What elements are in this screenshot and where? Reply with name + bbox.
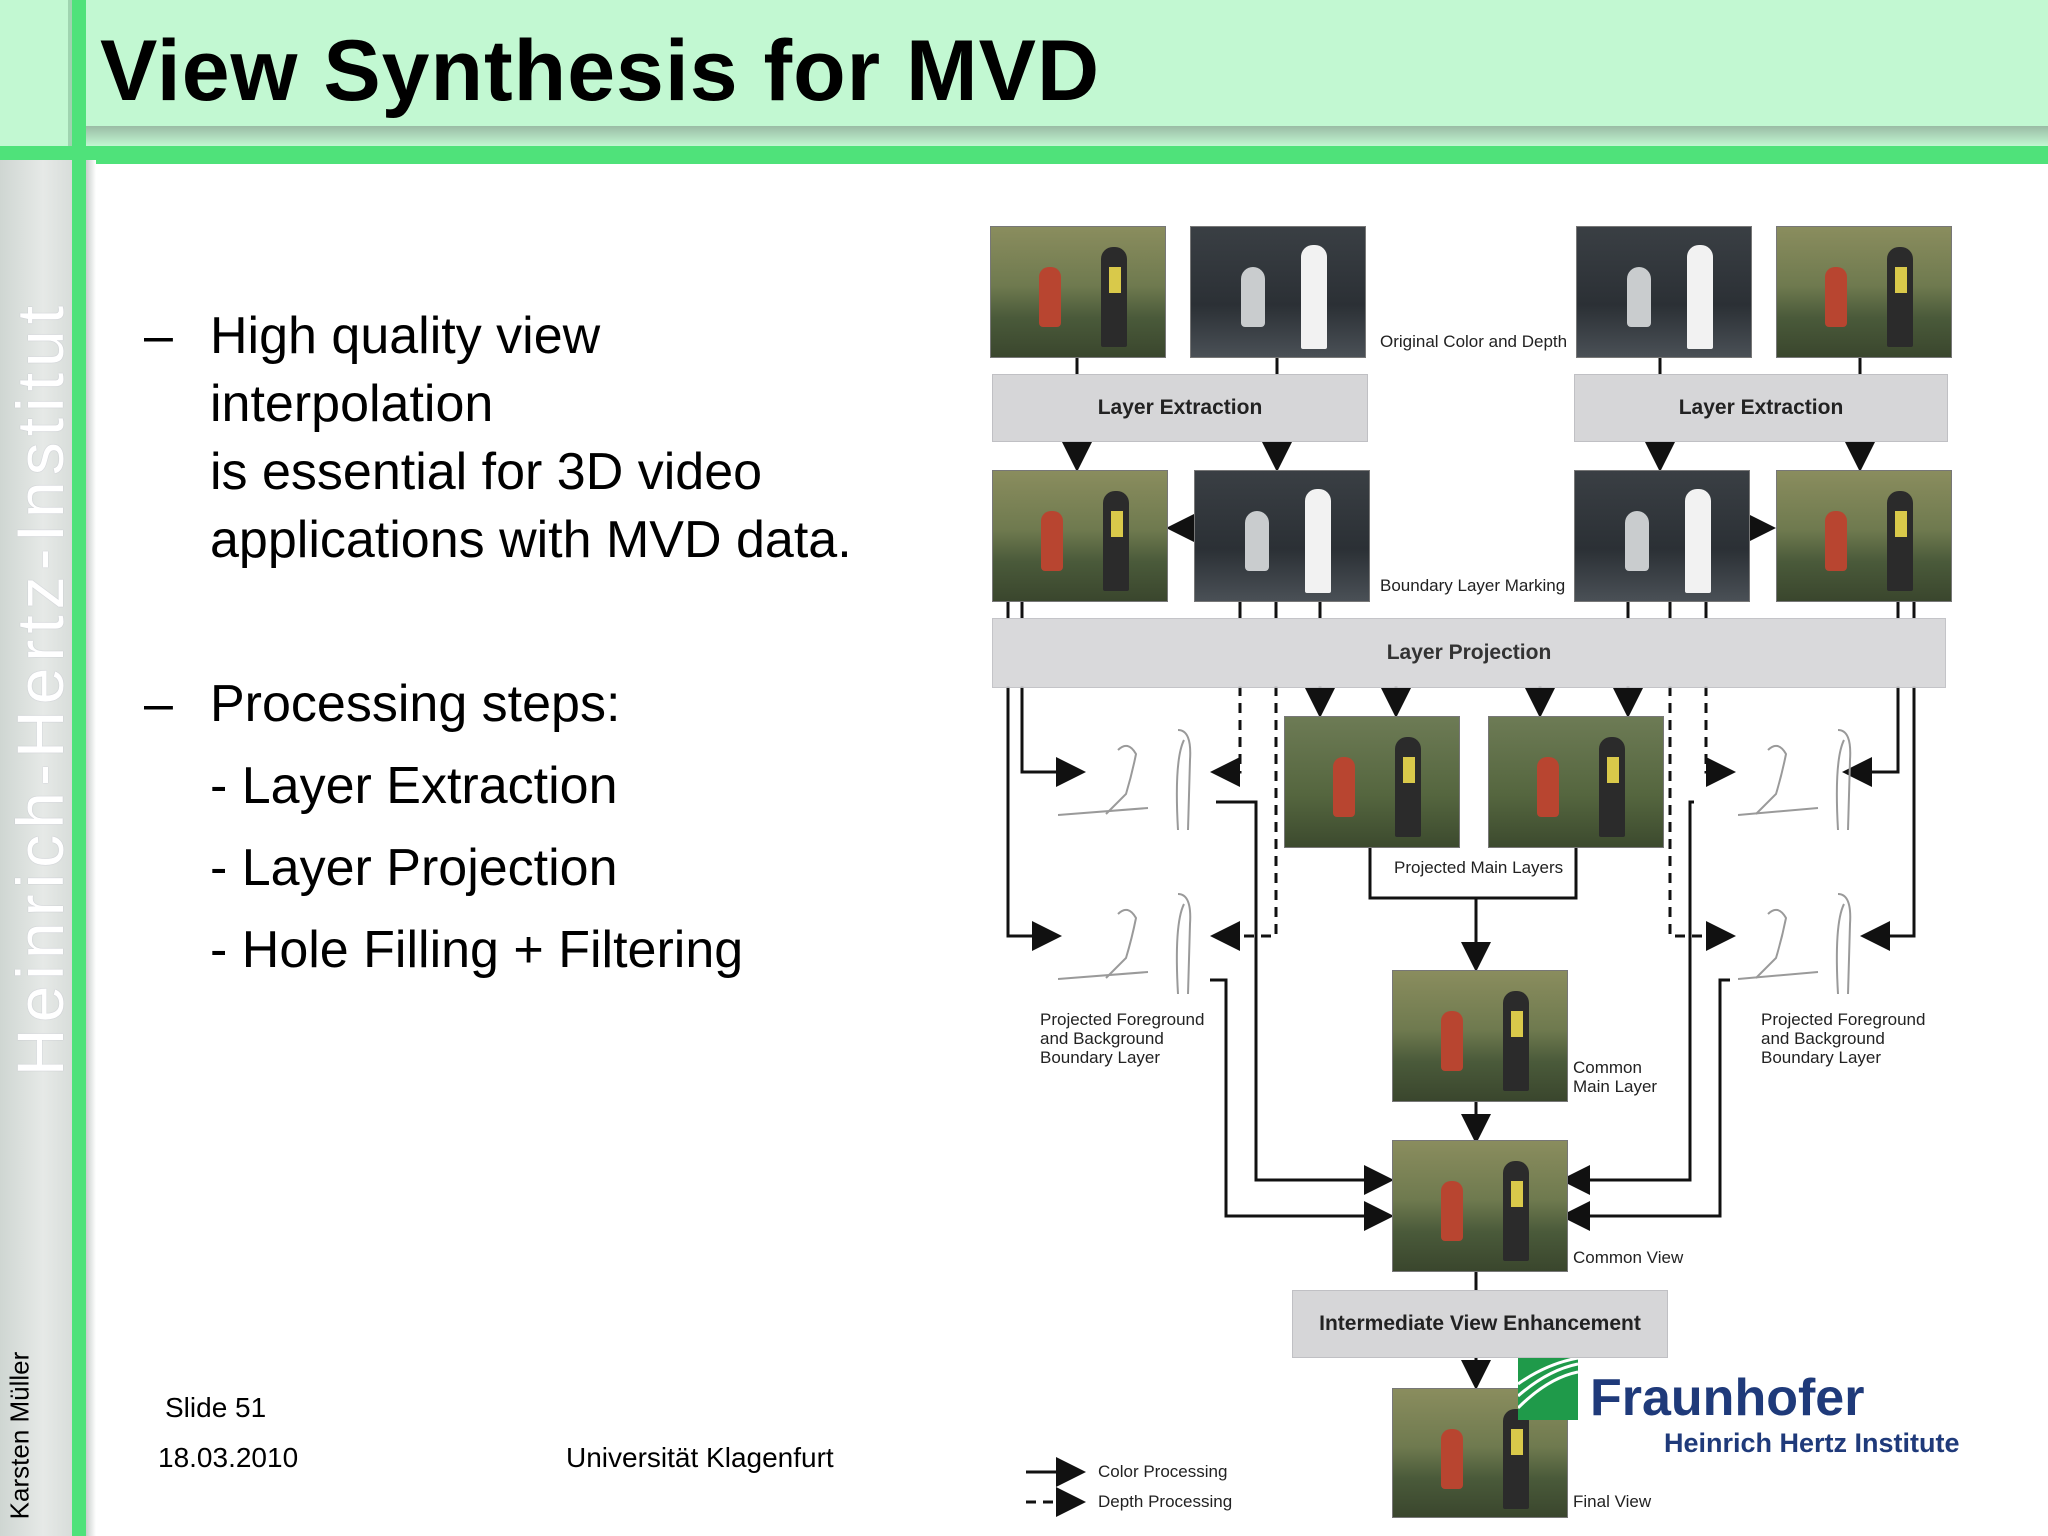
boundary-outline-right-top	[1738, 729, 1852, 831]
boundary-depth-right	[1574, 470, 1750, 602]
label-pfbl-right-3: Boundary Layer	[1761, 1048, 1882, 1067]
header-shadow	[78, 126, 2048, 146]
bullet-line: Processing steps:	[210, 675, 621, 733]
left-corner	[0, 0, 72, 146]
boundary-depth-left	[1194, 470, 1370, 602]
bullet-dash: –	[144, 675, 173, 733]
slide-title: View Synthesis for MVD	[100, 23, 1101, 119]
original-depth-right	[1576, 226, 1752, 358]
final-view-image	[1392, 1388, 1568, 1518]
layer-extraction-left-box: Layer Extraction	[992, 374, 1368, 442]
projected-main-left	[1284, 716, 1460, 848]
label-pfbl-left-1: Projected Foreground	[1040, 1010, 1205, 1029]
boundary-outline-right-bottom	[1738, 893, 1852, 995]
bullet-line: applications with MVD data.	[210, 511, 852, 569]
projected-main-right	[1488, 716, 1664, 848]
label-common-view: Common View	[1573, 1248, 1684, 1267]
original-color-right	[1776, 226, 1952, 358]
bullet-line: High quality view	[210, 307, 601, 365]
intermediate-view-enhancement-box: Intermediate View Enhancement	[1292, 1290, 1668, 1358]
original-color-left	[990, 226, 1166, 358]
boundary-outline-left-bottom	[1058, 893, 1192, 995]
common-view-image	[1392, 1140, 1568, 1272]
left-stripe	[72, 0, 86, 1536]
original-depth-left	[1190, 226, 1366, 358]
fraunhofer-logo-text: Fraunhofer	[1590, 1369, 1865, 1427]
label-original: Original Color and Depth	[1380, 332, 1568, 351]
label-pfbl-left-3: Boundary Layer	[1040, 1048, 1161, 1067]
boundary-color-right	[1776, 470, 1952, 602]
bullet-line: - Layer Projection	[210, 839, 618, 897]
layer-extraction-right-box: Layer Extraction	[1574, 374, 1948, 442]
left-panel	[0, 160, 72, 1536]
legend-color-processing: Color Processing	[1098, 1462, 1228, 1481]
label-pfbl-left-2: and Background	[1040, 1029, 1164, 1048]
bullet-line: interpolation	[210, 375, 494, 433]
boundary-outline-left-top	[1058, 729, 1192, 831]
label-common-main-2: Main Layer	[1573, 1077, 1658, 1096]
label-boundary-marking: Boundary Layer Marking	[1380, 576, 1566, 595]
header-stripe	[0, 146, 2048, 164]
label-projected-main: Projected Main Layers	[1394, 858, 1564, 877]
hhi-logo-text: Heinrich Hertz Institute	[1664, 1428, 1960, 1458]
label-common-main-1: Common	[1573, 1058, 1642, 1077]
label-pfbl-right-2: and Background	[1761, 1029, 1885, 1048]
left-stripe-shadow	[86, 160, 96, 1536]
slide-number: Slide 51	[165, 1392, 267, 1423]
bullet-dash: –	[144, 307, 173, 365]
fraunhofer-logo-icon	[1518, 1358, 1578, 1420]
slide-date: 18.03.2010	[158, 1442, 299, 1473]
bullet-line: - Layer Extraction	[210, 757, 618, 815]
label-final-view: Final View	[1573, 1492, 1652, 1511]
legend-depth-processing: Depth Processing	[1098, 1492, 1233, 1511]
label-pfbl-right-1: Projected Foreground	[1761, 1010, 1926, 1029]
bullet-line: is essential for 3D video	[210, 443, 763, 501]
boundary-color-left	[992, 470, 1168, 602]
university-name: Universität Klagenfurt	[566, 1442, 834, 1473]
bullet-line: - Hole Filling + Filtering	[210, 921, 744, 979]
common-main-layer-image	[1392, 970, 1568, 1102]
layer-projection-box: Layer Projection	[992, 618, 1946, 688]
